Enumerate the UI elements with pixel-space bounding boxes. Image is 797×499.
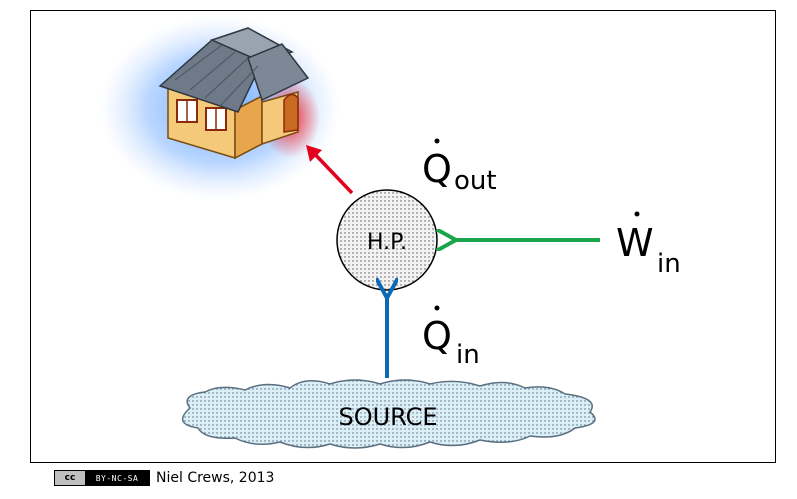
q-out-symbol: Q [422, 147, 452, 191]
w-in-symbol: W [616, 221, 654, 265]
q-in-label: Q in [422, 305, 480, 370]
license-badge[interactable]: cc BY-NC-SA [54, 470, 150, 486]
q-in-symbol: Q [422, 314, 452, 358]
q-out-subscript: out [454, 166, 497, 196]
q-out-dot [434, 138, 440, 144]
footer: cc BY-NC-SA Niel Crews, 2013 [54, 468, 274, 488]
w-in-dot [634, 211, 640, 217]
q-out-label: Q out [422, 138, 497, 196]
w-in-subscript: in [657, 249, 681, 279]
heat-pump-label: H.P. [367, 230, 407, 255]
w-in-label: W in [616, 211, 681, 279]
q-in-dot [434, 305, 440, 311]
source-cloud [181, 379, 596, 449]
author-credit: Niel Crews, 2013 [156, 470, 275, 486]
license-terms: BY-NC-SA [95, 473, 139, 483]
q-in-subscript: in [456, 340, 480, 370]
cc-logo-icon: cc [55, 471, 85, 485]
house-door [283, 93, 299, 133]
house-roof-wing [247, 43, 310, 102]
source-label: SOURCE [338, 403, 437, 431]
house-illustration [100, 16, 340, 200]
q-out-arrowhead [306, 145, 322, 162]
